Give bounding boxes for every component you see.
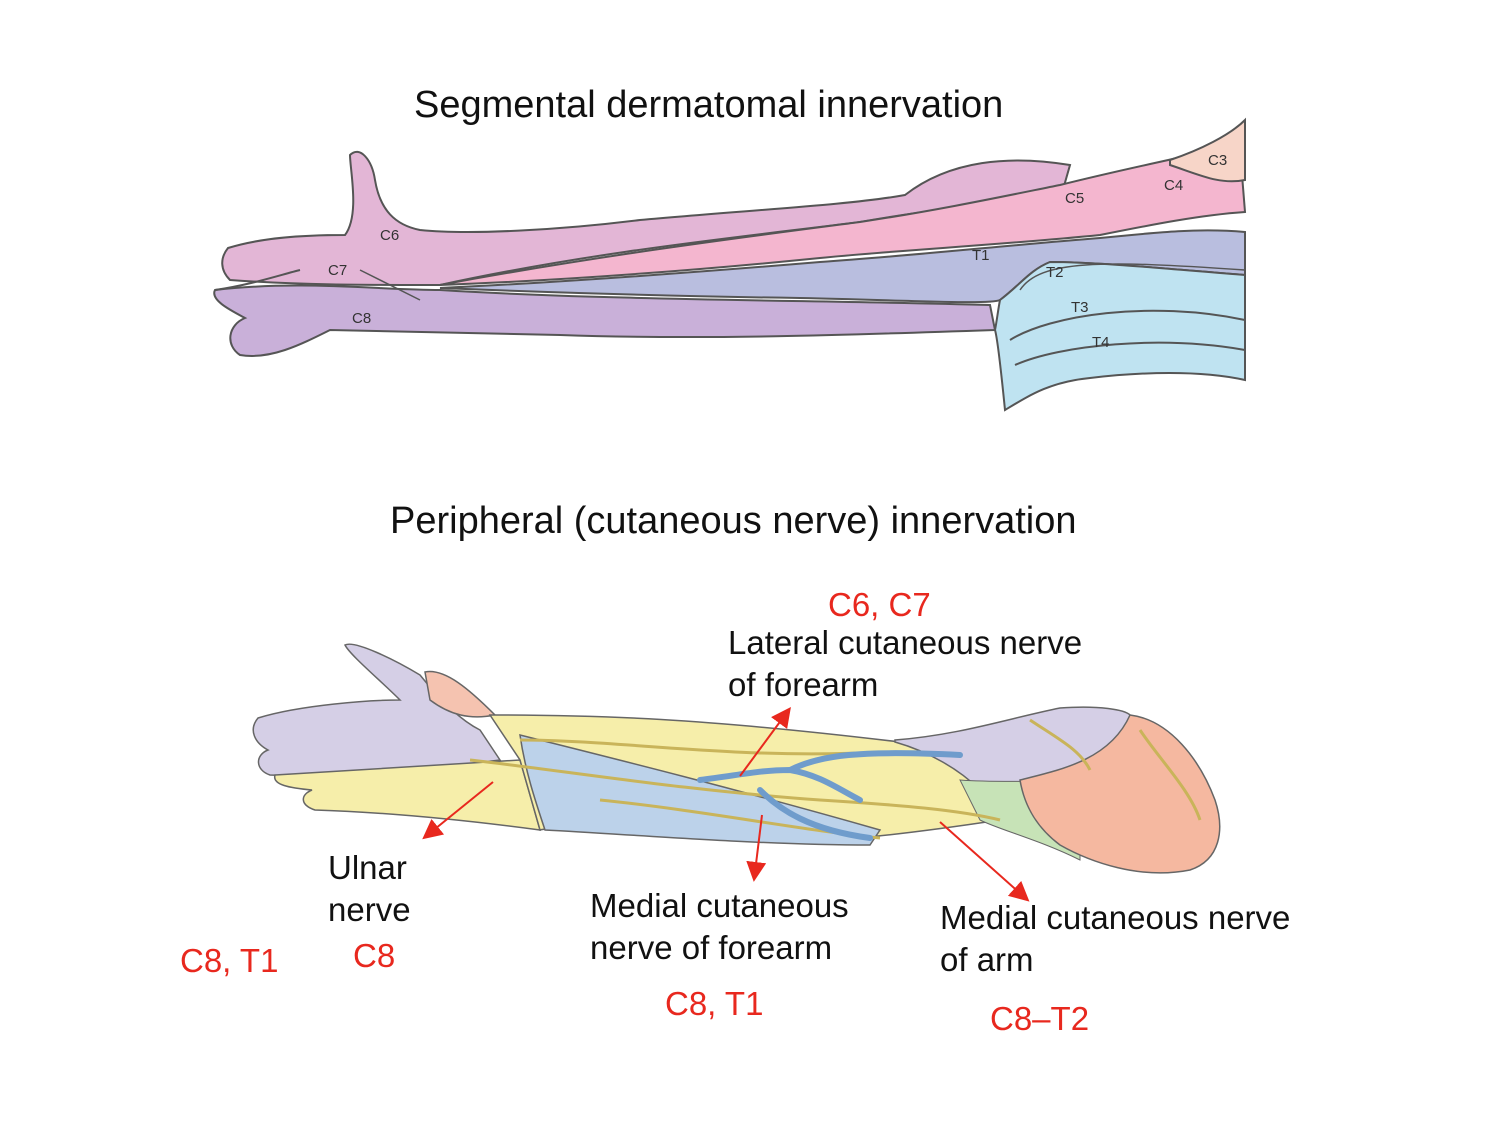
ulnar-nerve-roots: C8 xyxy=(353,937,396,974)
label-t1: T1 xyxy=(972,247,990,264)
label-c4: C4 xyxy=(1164,177,1183,194)
medial-arm-label-line1: Medial cutaneous nerve xyxy=(940,899,1291,936)
ulnar-nerve-arrow xyxy=(422,781,494,840)
medial-arm-roots: C8–T2 xyxy=(990,1000,1090,1037)
medial-forearm-arrow xyxy=(746,814,767,882)
shoulder-region xyxy=(1019,714,1221,874)
ulnar-nerve-label-line2: nerve xyxy=(328,891,411,928)
medial-arm-label: Medial cutaneous nerve of arm xyxy=(940,897,1290,981)
medial-forearm-label-line2: nerve of forearm xyxy=(590,929,833,966)
ulnar-hand-region xyxy=(274,759,542,831)
dermatome-c8-region xyxy=(213,284,997,357)
segmental-title: Segmental dermatomal innervation xyxy=(414,84,1004,126)
label-t3: T3 xyxy=(1071,299,1089,316)
ulnar-nerve-label-line1: Ulnar xyxy=(328,849,407,886)
label-t4: T4 xyxy=(1092,334,1110,351)
label-t2: T2 xyxy=(1046,264,1064,281)
medial-forearm-label-line1: Medial cutaneous xyxy=(590,887,849,924)
medial-arm-label-line2: of arm xyxy=(940,941,1034,978)
label-c5: C5 xyxy=(1065,190,1084,207)
lateral-nerve-roots: C6, C7 xyxy=(828,586,931,623)
label-c3: C3 xyxy=(1208,152,1227,169)
hand-roots: C8, T1 xyxy=(180,942,279,979)
medial-arm-arrow xyxy=(939,821,1030,902)
lateral-nerve-label: Lateral cutaneous nerve of forearm xyxy=(728,622,1082,706)
lateral-nerve-arrow xyxy=(739,706,791,777)
label-c7: C7 xyxy=(328,262,347,279)
ulnar-nerve-label: Ulnar nerve xyxy=(328,847,411,931)
lateral-nerve-label-line2: of forearm xyxy=(728,666,879,703)
medial-forearm-roots: C8, T1 xyxy=(665,985,764,1022)
medial-forearm-label: Medial cutaneous nerve of forearm xyxy=(590,885,849,969)
label-c8: C8 xyxy=(352,310,371,327)
lateral-nerve-label-line1: Lateral cutaneous nerve xyxy=(728,624,1083,661)
peripheral-title: Peripheral (cutaneous nerve) innervation xyxy=(390,500,1077,542)
label-c6: C6 xyxy=(380,227,399,244)
